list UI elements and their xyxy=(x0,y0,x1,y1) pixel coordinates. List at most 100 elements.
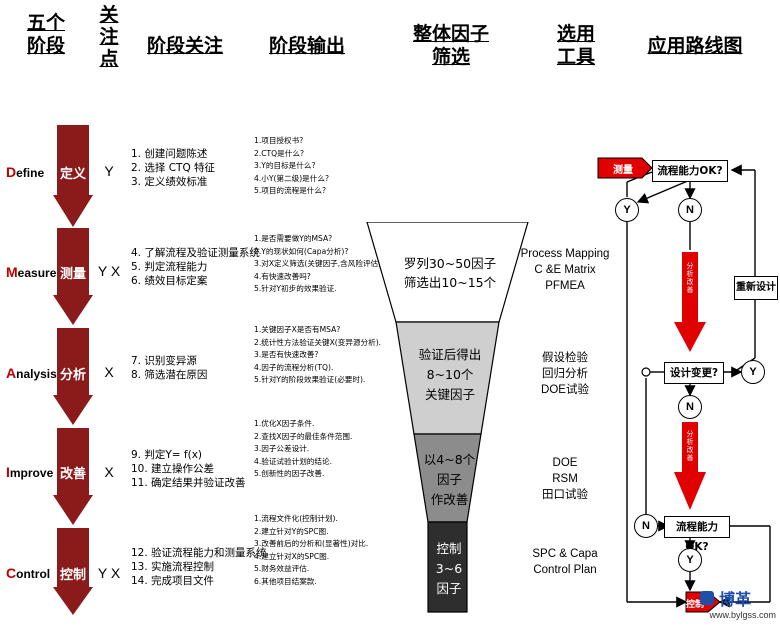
tools-control: SPC & Capa Control Plan xyxy=(532,548,598,576)
focus-list-improve: 9. 判定Y= f(x) 10. 建立操作公差 11. 确定结果并验证改善 xyxy=(131,448,246,491)
box-capability-ok-2: 流程能力OK? xyxy=(664,516,730,553)
funnel-text-4: 控制 3~6 因子 xyxy=(435,541,463,596)
arrow-define xyxy=(53,125,93,227)
header-focus: 关 注 点 xyxy=(99,4,119,70)
list-item: 4.验证试验计划的结论. xyxy=(254,456,333,466)
list-item: 5.针对Y的阶段效果验证(必要时). xyxy=(254,375,366,385)
list-item: 2.Y的现状如何(Capa分析)? xyxy=(254,246,349,256)
logo-icon xyxy=(700,591,714,605)
tools-improve: DOE RSM 田口试验 xyxy=(542,457,588,501)
list-item: 5. 判定流程能力 xyxy=(131,261,208,274)
phase-measure: Measure xyxy=(6,264,57,280)
red-arrow-2 xyxy=(674,422,706,510)
funnel-text-2: 验证后得出 8~10个 关键因子 xyxy=(418,347,482,402)
list-item: 14. 完成项目文件 xyxy=(131,575,215,588)
list-item: 4.因子的流程分析(TQ). xyxy=(254,362,334,372)
phase-improve: Improve xyxy=(6,464,54,480)
list-item: 3. 定义绩效标准 xyxy=(131,176,208,189)
red-arrow-1-label: 分析改善 xyxy=(686,262,694,294)
list-item: 2.查找X因子的最佳条件范围. xyxy=(254,431,353,441)
list-item: 5.财务效益评估. xyxy=(254,564,310,574)
watermark-logo: 博革 xyxy=(700,586,774,609)
box-redesign: 重新设计 xyxy=(734,276,778,300)
list-item: 3.改善前后的分析和(显著性)对比. xyxy=(254,539,369,549)
circle-no-1: N xyxy=(678,198,702,222)
phase-arrows xyxy=(53,125,93,615)
list-item: 6.其他项目结案款. xyxy=(254,576,317,586)
list-item: 3.是否有快速改善? xyxy=(254,350,319,360)
list-item: 1.关键因子X是否有MSA? xyxy=(254,325,341,334)
focus-list-measure: 4. 了解流程及验证测量系统 5. 判定流程能力 6. 绩效目标定案 xyxy=(131,246,260,289)
junction-circle xyxy=(641,367,651,377)
header-tools: 选用 工具 xyxy=(556,23,595,68)
header-roadmap: 应用路线图 xyxy=(647,35,743,57)
focus-define: Y xyxy=(104,163,114,179)
list-item: 13. 实施流程控制 xyxy=(131,561,215,574)
list-item: 3.Y的目标是什么? xyxy=(254,161,316,171)
list-item: 3.因子公差设计. xyxy=(254,444,310,454)
list-item: 7. 识别变异源 xyxy=(131,355,197,367)
list-item: 5.创新性的因子改善. xyxy=(254,469,325,479)
circle-yes-1: Y xyxy=(615,198,639,222)
red-arrow-2-label: 分析改善 xyxy=(686,430,694,462)
output-list-measure: 1.是否需要做Y的MSA? 2.Y的现状如何(Capa分析)? 3.对X定义筛选… xyxy=(254,233,384,296)
phase-control: Control xyxy=(6,565,51,581)
box-capability-ok-1: 流程能力OK? xyxy=(652,160,728,182)
circle-yes-3: Y xyxy=(678,548,702,572)
list-item: 5.针对Y初步的效果验证. xyxy=(254,284,337,294)
focus-list-define: 1. 创建问题陈述 2. 选择 CTQ 特征 3. 定义绩效标准 xyxy=(131,147,215,190)
list-item: 5.项目的流程是什么? xyxy=(254,186,327,196)
roadmap-flowchart xyxy=(597,157,771,613)
output-list-improve: 1.优化X因子条件. 2.查找X因子的最佳条件范围. 3.因子公差设计. 4.验… xyxy=(254,418,352,481)
watermark-brand: 博革 xyxy=(719,590,752,609)
list-item: 3.对X定义筛选(关键因子,含风险评估). xyxy=(254,259,384,269)
tools-measure: Process Mapping C &E Matrix PFMEA xyxy=(520,248,610,292)
focus-improve: X xyxy=(104,464,114,480)
arrow-measure-label: 测量 xyxy=(59,267,86,282)
arrow-improve xyxy=(53,428,93,525)
arrow-define-label: 定义 xyxy=(59,167,86,182)
list-item: 1. 创建问题陈述 xyxy=(131,148,208,160)
tools-analysis: 假设检验 回归分析 DOE试验 xyxy=(541,352,589,396)
list-item: 4. 了解流程及验证测量系统 xyxy=(131,247,260,259)
focus-analysis: X xyxy=(104,364,114,380)
header-factor-screen: 整体因子 筛选 xyxy=(412,23,489,68)
measure-tag-arrow xyxy=(597,157,653,179)
list-item: 1.是否需要做Y的MSA? xyxy=(254,234,333,243)
list-item: 1.流程文件化(控制计划). xyxy=(254,514,338,523)
arrow-control-label: 控制 xyxy=(59,568,86,583)
box-design-change: 设计变更? xyxy=(664,362,724,384)
funnel-text-1: 罗列30~50因子 筛选出10~15个 xyxy=(403,256,497,290)
watermark-url: www.bylgss.com xyxy=(709,610,776,620)
phase-analysis: Analysis xyxy=(6,365,57,381)
list-item: 1.项目授权书? xyxy=(254,136,304,145)
header-stage-focus: 阶段关注 xyxy=(146,35,223,57)
list-item: 2.建立针对Y的SPC图. xyxy=(254,526,329,536)
list-item: 6. 绩效目标定案 xyxy=(131,275,208,288)
funnel-stage-4 xyxy=(427,521,468,613)
circle-no-2: N xyxy=(678,395,702,419)
header-stages: 五个 阶段 xyxy=(26,12,65,57)
list-item: 4.建立针对X的SPC图. xyxy=(254,551,330,561)
factor-funnel xyxy=(366,222,529,613)
focus-measure: Y X xyxy=(97,263,121,279)
focus-control: Y X xyxy=(97,565,121,581)
list-item: 8. 筛选潜在原因 xyxy=(131,369,208,382)
arrow-improve-label: 改善 xyxy=(59,467,86,482)
arrow-analysis-label: 分析 xyxy=(59,368,86,383)
funnel-text-3: 以4~8个 因子 作改善 xyxy=(423,452,476,507)
output-list-analysis: 1.关键因子X是否有MSA? 2.统计性方法验证关键X(变异源分析). 3.是否… xyxy=(254,324,381,387)
circle-yes-2: Y xyxy=(741,360,765,384)
focus-list-control: 12. 验证流程能力和测量系统 13. 实施流程控制 14. 完成项目文件 xyxy=(131,546,267,589)
list-item: 4.小Y(第二级)是什么? xyxy=(254,173,329,183)
list-item: 1.优化X因子条件. xyxy=(254,419,315,428)
output-list-define: 1.项目授权书? 2.CTQ是什么? 3.Y的目标是什么? 4.小Y(第二级)是… xyxy=(254,135,329,198)
control-tag-label: 控制 xyxy=(686,600,705,610)
output-list-control: 1.流程文件化(控制计划). 2.建立针对Y的SPC图. 3.改善前后的分析和(… xyxy=(254,513,368,589)
list-item: 9. 判定Y= f(x) xyxy=(131,449,203,461)
list-item: 4.有快速改善吗? xyxy=(254,271,311,281)
red-arrow-1 xyxy=(674,252,706,352)
list-item: 11. 确定结果并验证改善 xyxy=(131,477,246,490)
circle-no-3: N xyxy=(634,514,658,538)
arrow-control xyxy=(53,528,93,615)
